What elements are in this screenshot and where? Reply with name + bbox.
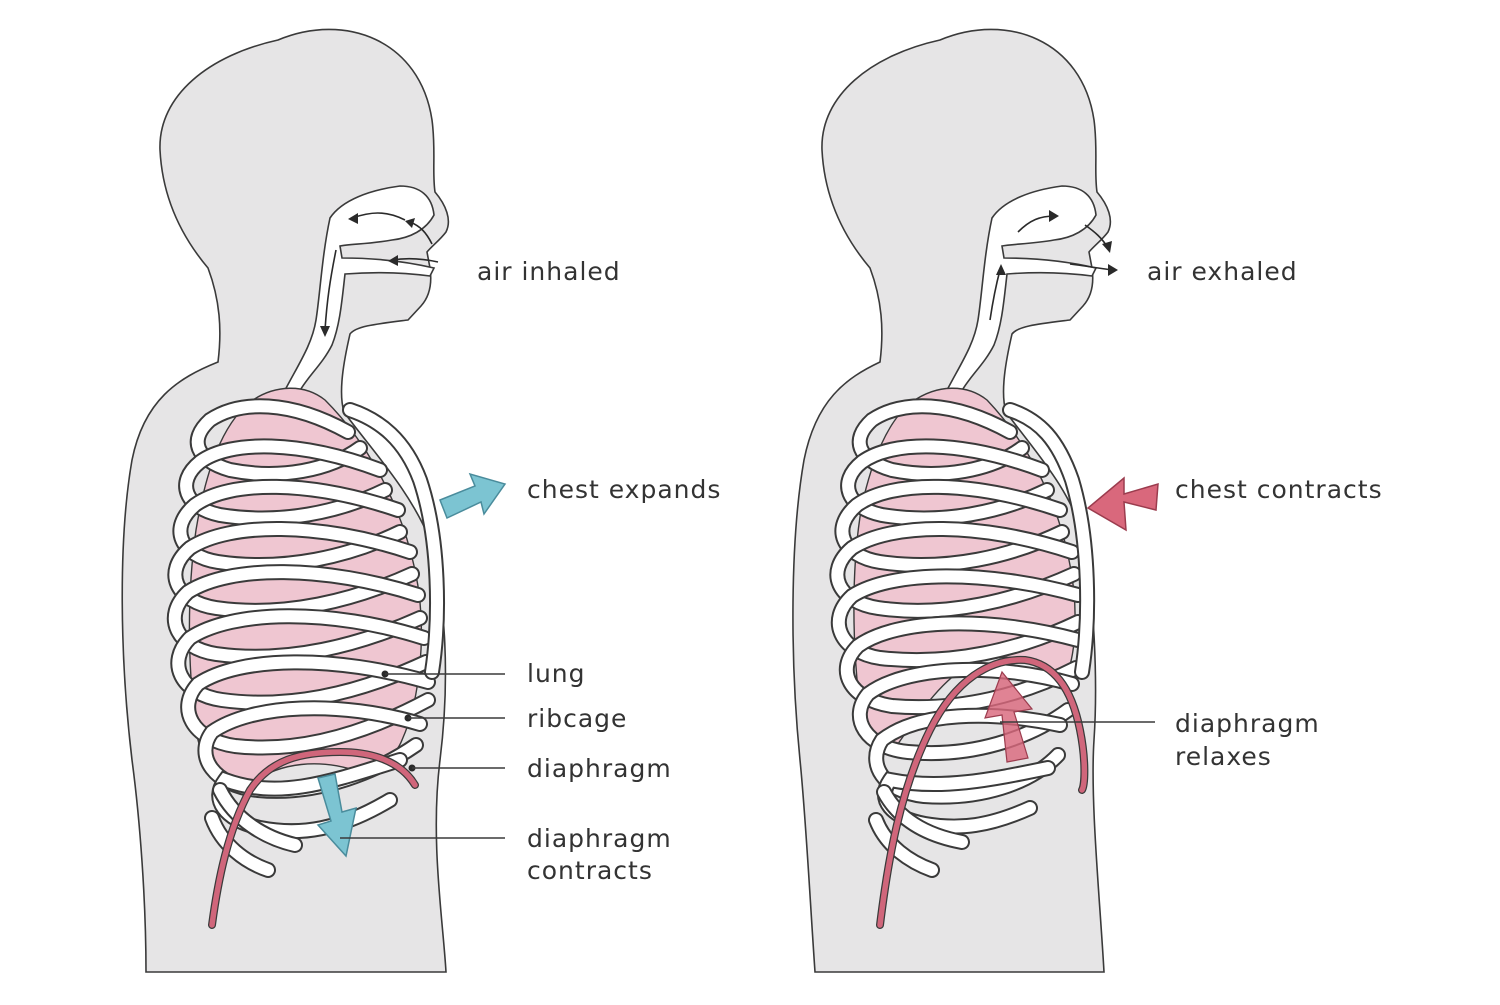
- chest-contracts-arrow: [1086, 476, 1159, 532]
- ribcage-label: ribcage: [527, 704, 627, 733]
- chest-contracts-label: chest contracts: [1175, 475, 1383, 504]
- inhale-diaphragm: [208, 747, 419, 929]
- inhale-airflow-arrows: [320, 212, 439, 337]
- chest-expands-label: chest expands: [527, 475, 721, 504]
- air-inhaled-label: air inhaled: [477, 257, 621, 286]
- exhale-figure: air exhaled chest contracts diaphragm re…: [792, 28, 1383, 973]
- lung-label: lung: [527, 659, 586, 688]
- diaphragm-contracts-label-line1: diaphragm: [527, 824, 672, 853]
- inhale-airway: [282, 185, 436, 395]
- air-exhaled-label: air exhaled: [1147, 257, 1298, 286]
- exhale-airway: [944, 185, 1098, 395]
- diaphragm-relaxes-label-line2: relaxes: [1175, 742, 1272, 771]
- diaphragm-relaxes-label-line1: diaphragm: [1175, 709, 1320, 738]
- inhale-label-leaders: [340, 670, 505, 839]
- exhale-diaphragm: [876, 655, 1089, 929]
- diaphragm-label: diaphragm: [527, 754, 672, 783]
- chest-expands-arrow: [439, 472, 507, 520]
- inhale-figure: air inhaled chest expands lung ribcage d…: [121, 28, 721, 973]
- diaphragm-contracts-arrow: [316, 773, 357, 858]
- diaphragm-contracts-label-line2: contracts: [527, 856, 653, 885]
- exhale-airflow-arrows: [989, 210, 1118, 321]
- diaphragm-relaxes-arrow: [984, 670, 1034, 763]
